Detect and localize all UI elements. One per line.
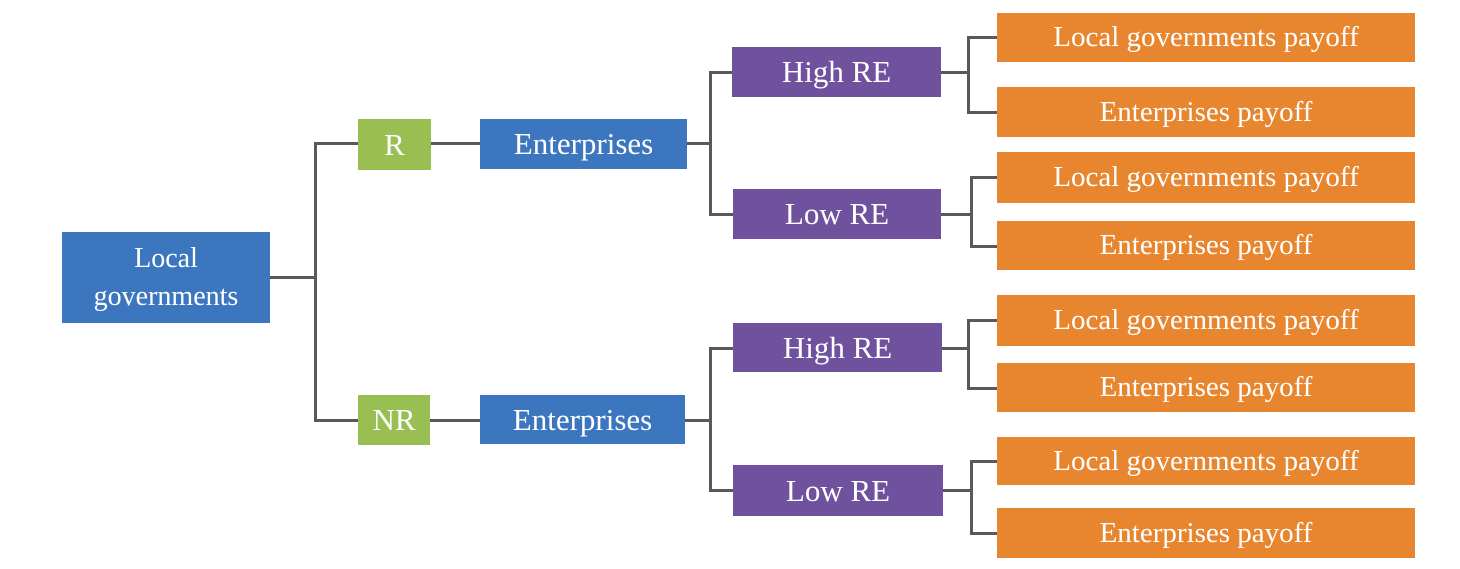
connector-line — [684, 419, 712, 422]
outcome-node-high-re-nr: High RE — [733, 323, 942, 372]
connector-line — [314, 142, 359, 145]
outcome-node-low-re-r: Low RE — [733, 189, 941, 239]
connector-line — [967, 111, 998, 114]
payoff-node-r-low-governments: Local governments payoff — [997, 152, 1415, 203]
decision-node-nr: NR — [358, 395, 430, 445]
connector-line — [970, 532, 998, 535]
connector-line — [709, 347, 735, 350]
connector-line — [429, 419, 481, 422]
connector-line — [269, 276, 316, 279]
payoff-node-nr-low-enterprises: Enterprises payoff — [997, 508, 1415, 558]
connector-line — [686, 142, 712, 145]
payoff-node-nr-low-governments: Local governments payoff — [997, 437, 1415, 485]
decision-node-r: R — [358, 119, 431, 170]
connector-line — [940, 347, 970, 350]
payoff-node-nr-high-governments: Local governments payoff — [997, 295, 1415, 346]
outcome-node-low-re-nr: Low RE — [733, 465, 943, 516]
connector-line — [970, 460, 973, 535]
connector-line — [709, 71, 712, 216]
connector-line — [967, 387, 998, 390]
connector-line — [940, 489, 973, 492]
connector-line — [967, 36, 970, 114]
connector-line — [967, 36, 998, 39]
connector-line — [967, 319, 970, 390]
connector-line — [970, 176, 998, 179]
connector-line — [709, 71, 735, 74]
root-node-local-governments: Local governments — [62, 232, 270, 323]
connector-line — [709, 489, 735, 492]
payoff-node-r-high-enterprises: Enterprises payoff — [997, 87, 1415, 137]
connector-line — [970, 176, 973, 248]
connector-line — [430, 142, 481, 145]
payoff-node-r-high-governments: Local governments payoff — [997, 13, 1415, 62]
connector-line — [967, 319, 998, 322]
connector-line — [970, 245, 998, 248]
connector-line — [709, 213, 735, 216]
enterprises-node-nr: Enterprises — [480, 395, 685, 444]
connector-line — [314, 419, 359, 422]
payoff-node-nr-high-enterprises: Enterprises payoff — [997, 363, 1415, 412]
connector-line — [940, 213, 973, 216]
connector-line — [970, 460, 998, 463]
connector-line — [940, 71, 970, 74]
payoff-node-r-low-enterprises: Enterprises payoff — [997, 221, 1415, 270]
connector-line — [314, 142, 317, 422]
enterprises-node-r: Enterprises — [480, 119, 687, 169]
outcome-node-high-re-r: High RE — [732, 47, 941, 97]
connector-line — [709, 347, 712, 492]
